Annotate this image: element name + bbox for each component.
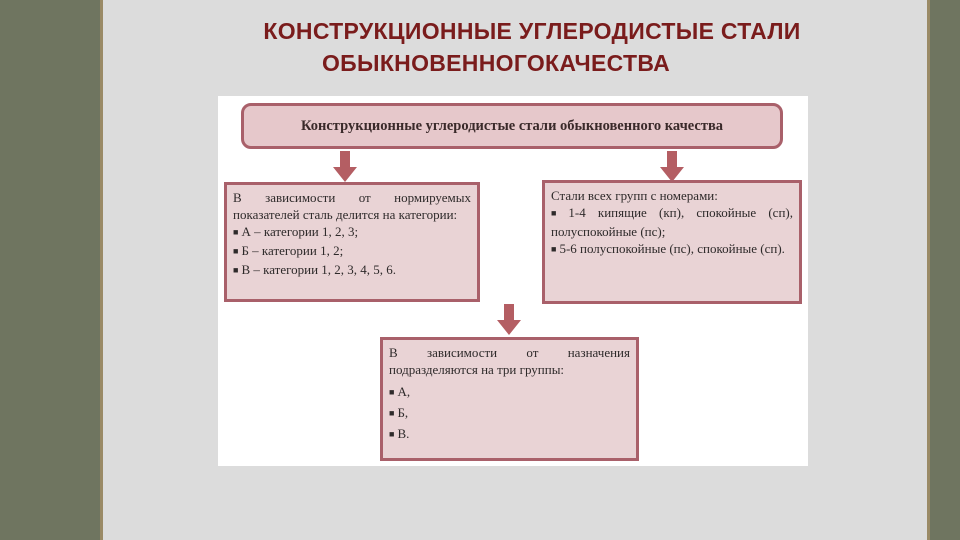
categories-box: В зависимости от нормируемых показателей… xyxy=(224,182,480,302)
bullet-icon: ■ xyxy=(551,208,566,218)
arrow-down-icon xyxy=(333,151,357,182)
groups-numbers-list: ■1-4 кипящие (кп), спокойные (сп), полус… xyxy=(551,204,793,259)
bullet-icon: ■ xyxy=(233,246,239,256)
arrow-down-icon xyxy=(497,304,521,335)
list-item: ■5-6 полуспокойные (пс), спокойные (сп). xyxy=(551,241,785,256)
categories-intro: В зависимости от нормируемых показателей… xyxy=(233,190,471,222)
list-item: ■1-4 кипящие (кп), спокойные (сп), полус… xyxy=(551,205,793,239)
bullet-icon: ■ xyxy=(389,387,395,397)
groups-numbers-intro: Стали всех групп с номерами: xyxy=(551,188,718,203)
diagram-header-box: Конструкционные углеродистые стали обыкн… xyxy=(241,103,783,149)
list-item: ■Б – категории 1, 2; xyxy=(233,243,344,258)
arrow-down-icon xyxy=(660,151,684,182)
purpose-groups-intro: В зависимости от назначения подразделяют… xyxy=(389,345,630,377)
bullet-icon: ■ xyxy=(551,244,557,254)
list-item: ■Б, xyxy=(389,405,409,420)
list-item: ■В – категории 1, 2, 3, 4, 5, 6. xyxy=(233,262,397,277)
bullet-icon: ■ xyxy=(233,265,239,275)
list-item: ■А – категории 1, 2, 3; xyxy=(233,224,359,239)
list-item: ■А, xyxy=(389,384,411,399)
bullet-icon: ■ xyxy=(233,227,239,237)
bullet-icon: ■ xyxy=(389,408,395,418)
purpose-groups-box: В зависимости от назначения подразделяют… xyxy=(380,337,639,461)
categories-list: ■А – категории 1, 2, 3; ■Б – категории 1… xyxy=(233,223,471,280)
slide-title-line2: ОБЫКНОВЕННОГОКАЧЕСТВА xyxy=(321,50,671,76)
bullet-icon: ■ xyxy=(389,429,395,439)
groups-numbers-box: Стали всех групп с номерами: ■1-4 кипящи… xyxy=(542,180,802,304)
slide: КОНСТРУКЦИОННЫЕ УГЛЕРОДИСТЫЕ СТАЛИ ОБЫКН… xyxy=(100,0,930,540)
slide-title-line1: КОНСТРУКЦИОННЫЕ УГЛЕРОДИСТЫЕ СТАЛИ xyxy=(263,18,801,44)
diagram-panel: Конструкционные углеродистые стали обыкн… xyxy=(218,96,808,466)
purpose-groups-list: ■А, ■Б, ■В. xyxy=(389,382,630,445)
list-item: ■В. xyxy=(389,426,410,441)
